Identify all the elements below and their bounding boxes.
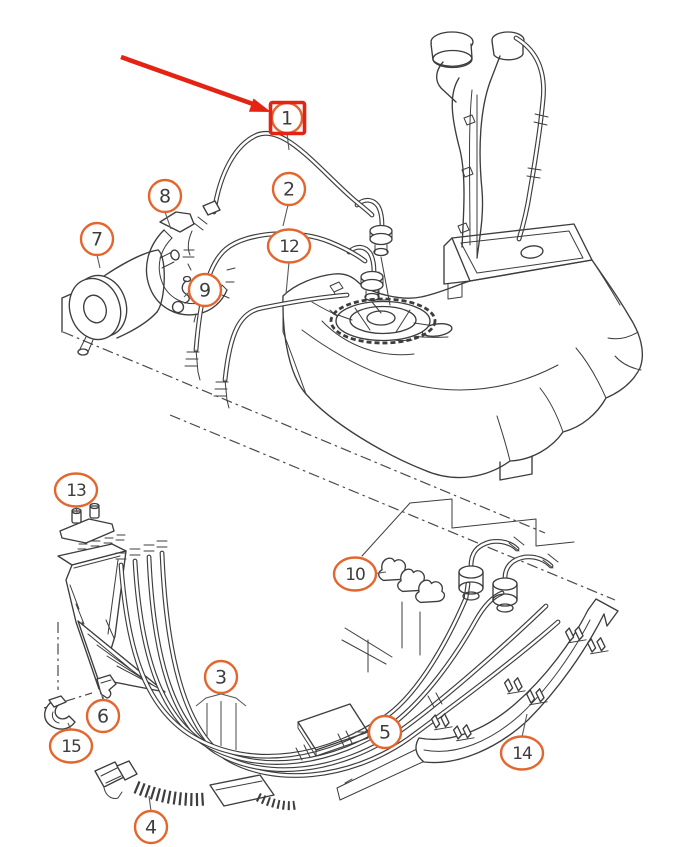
callout-10-number: 10 bbox=[345, 565, 365, 585]
callout-15-number: 15 bbox=[61, 737, 81, 757]
clamp-15-drawing bbox=[44, 695, 76, 730]
pad-5-drawing bbox=[297, 703, 369, 757]
pipe-bundle-drawing bbox=[115, 540, 558, 776]
fuel-tank-drawing bbox=[282, 223, 644, 481]
filler-neck-drawing bbox=[430, 31, 549, 259]
callout-5-ring bbox=[367, 714, 403, 750]
callout-8[interactable]: 8 bbox=[147, 178, 183, 214]
callout-5[interactable]: 5 bbox=[367, 714, 403, 750]
hose-4-drawing bbox=[94, 760, 297, 811]
pump-collar-drawing bbox=[145, 211, 236, 323]
callout-4-ring bbox=[133, 809, 169, 845]
fuel-line-2-drawing bbox=[184, 234, 365, 381]
callout-7-ring bbox=[79, 221, 115, 257]
callout-2-ring bbox=[271, 171, 307, 207]
callout-6[interactable]: 6 bbox=[85, 698, 121, 734]
callout-15[interactable]: 15 bbox=[48, 728, 94, 764]
callout-7[interactable]: 7 bbox=[79, 221, 115, 257]
callout-1[interactable]: 1 bbox=[270, 101, 304, 135]
callout-12-number: 12 bbox=[279, 237, 299, 257]
callout-13[interactable]: 13 bbox=[53, 472, 99, 508]
retainer-hook-drawing bbox=[171, 275, 192, 314]
callout-9[interactable]: 9 bbox=[187, 272, 223, 308]
callout-6-ring bbox=[85, 698, 121, 734]
callout-3-number: 3 bbox=[215, 667, 227, 689]
fuel-filter-drawing bbox=[68, 249, 180, 356]
callout-6-number: 6 bbox=[97, 706, 109, 728]
callouts-layer: 1 2 12 8 7 9 13 10 bbox=[48, 101, 545, 845]
callout-13-number: 13 bbox=[66, 481, 86, 501]
highlight-box bbox=[268, 100, 307, 136]
callout-12-ring bbox=[266, 228, 312, 264]
sill-strip-14-drawing bbox=[336, 598, 619, 801]
callout-14[interactable]: 14 bbox=[499, 735, 545, 771]
callout-2-number: 2 bbox=[283, 179, 295, 201]
callout-8-number: 8 bbox=[159, 186, 171, 208]
line-clips-10-drawing bbox=[367, 555, 448, 673]
callout-14-ring bbox=[499, 735, 545, 771]
callout-10[interactable]: 10 bbox=[332, 556, 378, 592]
callout-2[interactable]: 2 bbox=[271, 171, 307, 207]
callout-15-ring bbox=[48, 728, 94, 764]
callout-4-number: 4 bbox=[145, 817, 157, 839]
callout-leader-lines bbox=[67, 132, 528, 812]
highlight-arrow-shaft bbox=[120, 54, 254, 107]
callout-4[interactable]: 4 bbox=[133, 809, 169, 845]
callout-8-ring bbox=[147, 178, 183, 214]
fuel-line-12-drawing bbox=[213, 295, 347, 409]
tank-elbow-fittings bbox=[349, 200, 393, 314]
fuel-line-1-drawing bbox=[182, 133, 372, 271]
callout-1-number: 1 bbox=[281, 108, 293, 130]
callout-7-number: 7 bbox=[91, 229, 103, 251]
callout-10-ring bbox=[332, 556, 378, 592]
highlight-annotation bbox=[120, 54, 307, 136]
callout-14-number: 14 bbox=[512, 744, 532, 764]
callout-13-ring bbox=[53, 472, 99, 508]
grommet-fittings-drawing bbox=[458, 536, 559, 613]
callout-9-number: 9 bbox=[199, 280, 211, 302]
callout-9-ring bbox=[187, 272, 223, 308]
callout-3[interactable]: 3 bbox=[203, 659, 239, 695]
callout-3-ring bbox=[203, 659, 239, 695]
bracket-13-drawing bbox=[59, 502, 115, 544]
callout-12[interactable]: 12 bbox=[266, 228, 312, 264]
callout-5-number: 5 bbox=[379, 722, 391, 744]
highlight-arrow-head bbox=[248, 98, 271, 112]
